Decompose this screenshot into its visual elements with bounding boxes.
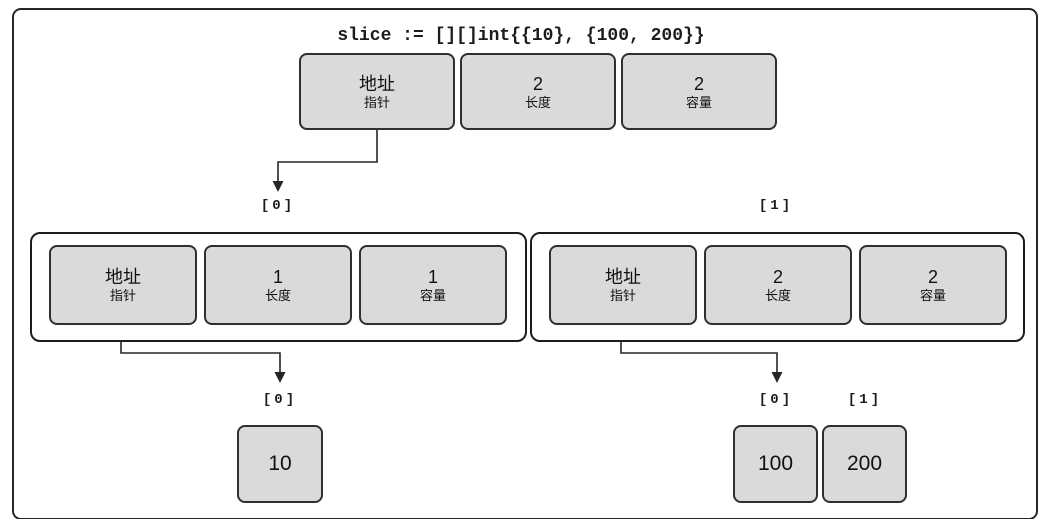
- cell-caption: 长度: [264, 288, 291, 303]
- slice0-capacity-cell: 1 容量: [359, 245, 507, 325]
- array1-elem1-index-label: [1]: [847, 392, 883, 408]
- slice0-pointer-cell: 地址 指针: [49, 245, 197, 325]
- slice0-length-cell: 1 长度: [204, 245, 352, 325]
- array1-elem0-index-label: [0]: [758, 392, 794, 408]
- array1-elem1-value-box: 200: [822, 425, 907, 503]
- cell-value: 1: [272, 267, 283, 287]
- cell-caption: 指针: [609, 288, 636, 303]
- cell-value: 2: [693, 73, 704, 94]
- cell-caption: 长度: [524, 94, 551, 110]
- inner-slice0-index-label: [0]: [260, 198, 296, 214]
- outer-pointer-cell: 地址 指针: [299, 53, 455, 130]
- inner-slice1-header: 地址 指针 2 长度 2 容量: [530, 232, 1025, 342]
- code-expression: slice := [][]int{{10}, {100, 200}}: [337, 26, 705, 46]
- cell-value: 2: [927, 267, 938, 287]
- slice1-capacity-cell: 2 容量: [859, 245, 1007, 325]
- inner-slice0-header: 地址 指针 1 长度 1 容量: [30, 232, 527, 342]
- outer-length-cell: 2 长度: [460, 53, 616, 130]
- outer-slice-header: 地址 指针 2 长度 2 容量: [299, 53, 777, 130]
- cell-caption: 长度: [764, 288, 791, 303]
- cell-caption: 容量: [419, 288, 446, 303]
- cell-value: 2: [772, 267, 783, 287]
- cell-value: 2: [532, 73, 543, 94]
- slice1-length-cell: 2 长度: [704, 245, 852, 325]
- array0-elem0-value-box: 10: [237, 425, 323, 503]
- array1-elem0-value-box: 100: [733, 425, 818, 503]
- slice1-pointer-cell: 地址 指针: [549, 245, 697, 325]
- cell-value: 1: [427, 267, 438, 287]
- cell-value: 地址: [359, 73, 395, 94]
- cell-value: 地址: [105, 267, 141, 287]
- cell-caption: 指针: [109, 288, 136, 303]
- array0-elem0-index-label: [0]: [262, 392, 298, 408]
- cell-caption: 指针: [363, 94, 390, 110]
- cell-caption: 容量: [685, 94, 712, 110]
- cell-value: 地址: [605, 267, 641, 287]
- inner-slice1-index-label: [1]: [758, 198, 794, 214]
- outer-capacity-cell: 2 容量: [621, 53, 777, 130]
- cell-caption: 容量: [919, 288, 946, 303]
